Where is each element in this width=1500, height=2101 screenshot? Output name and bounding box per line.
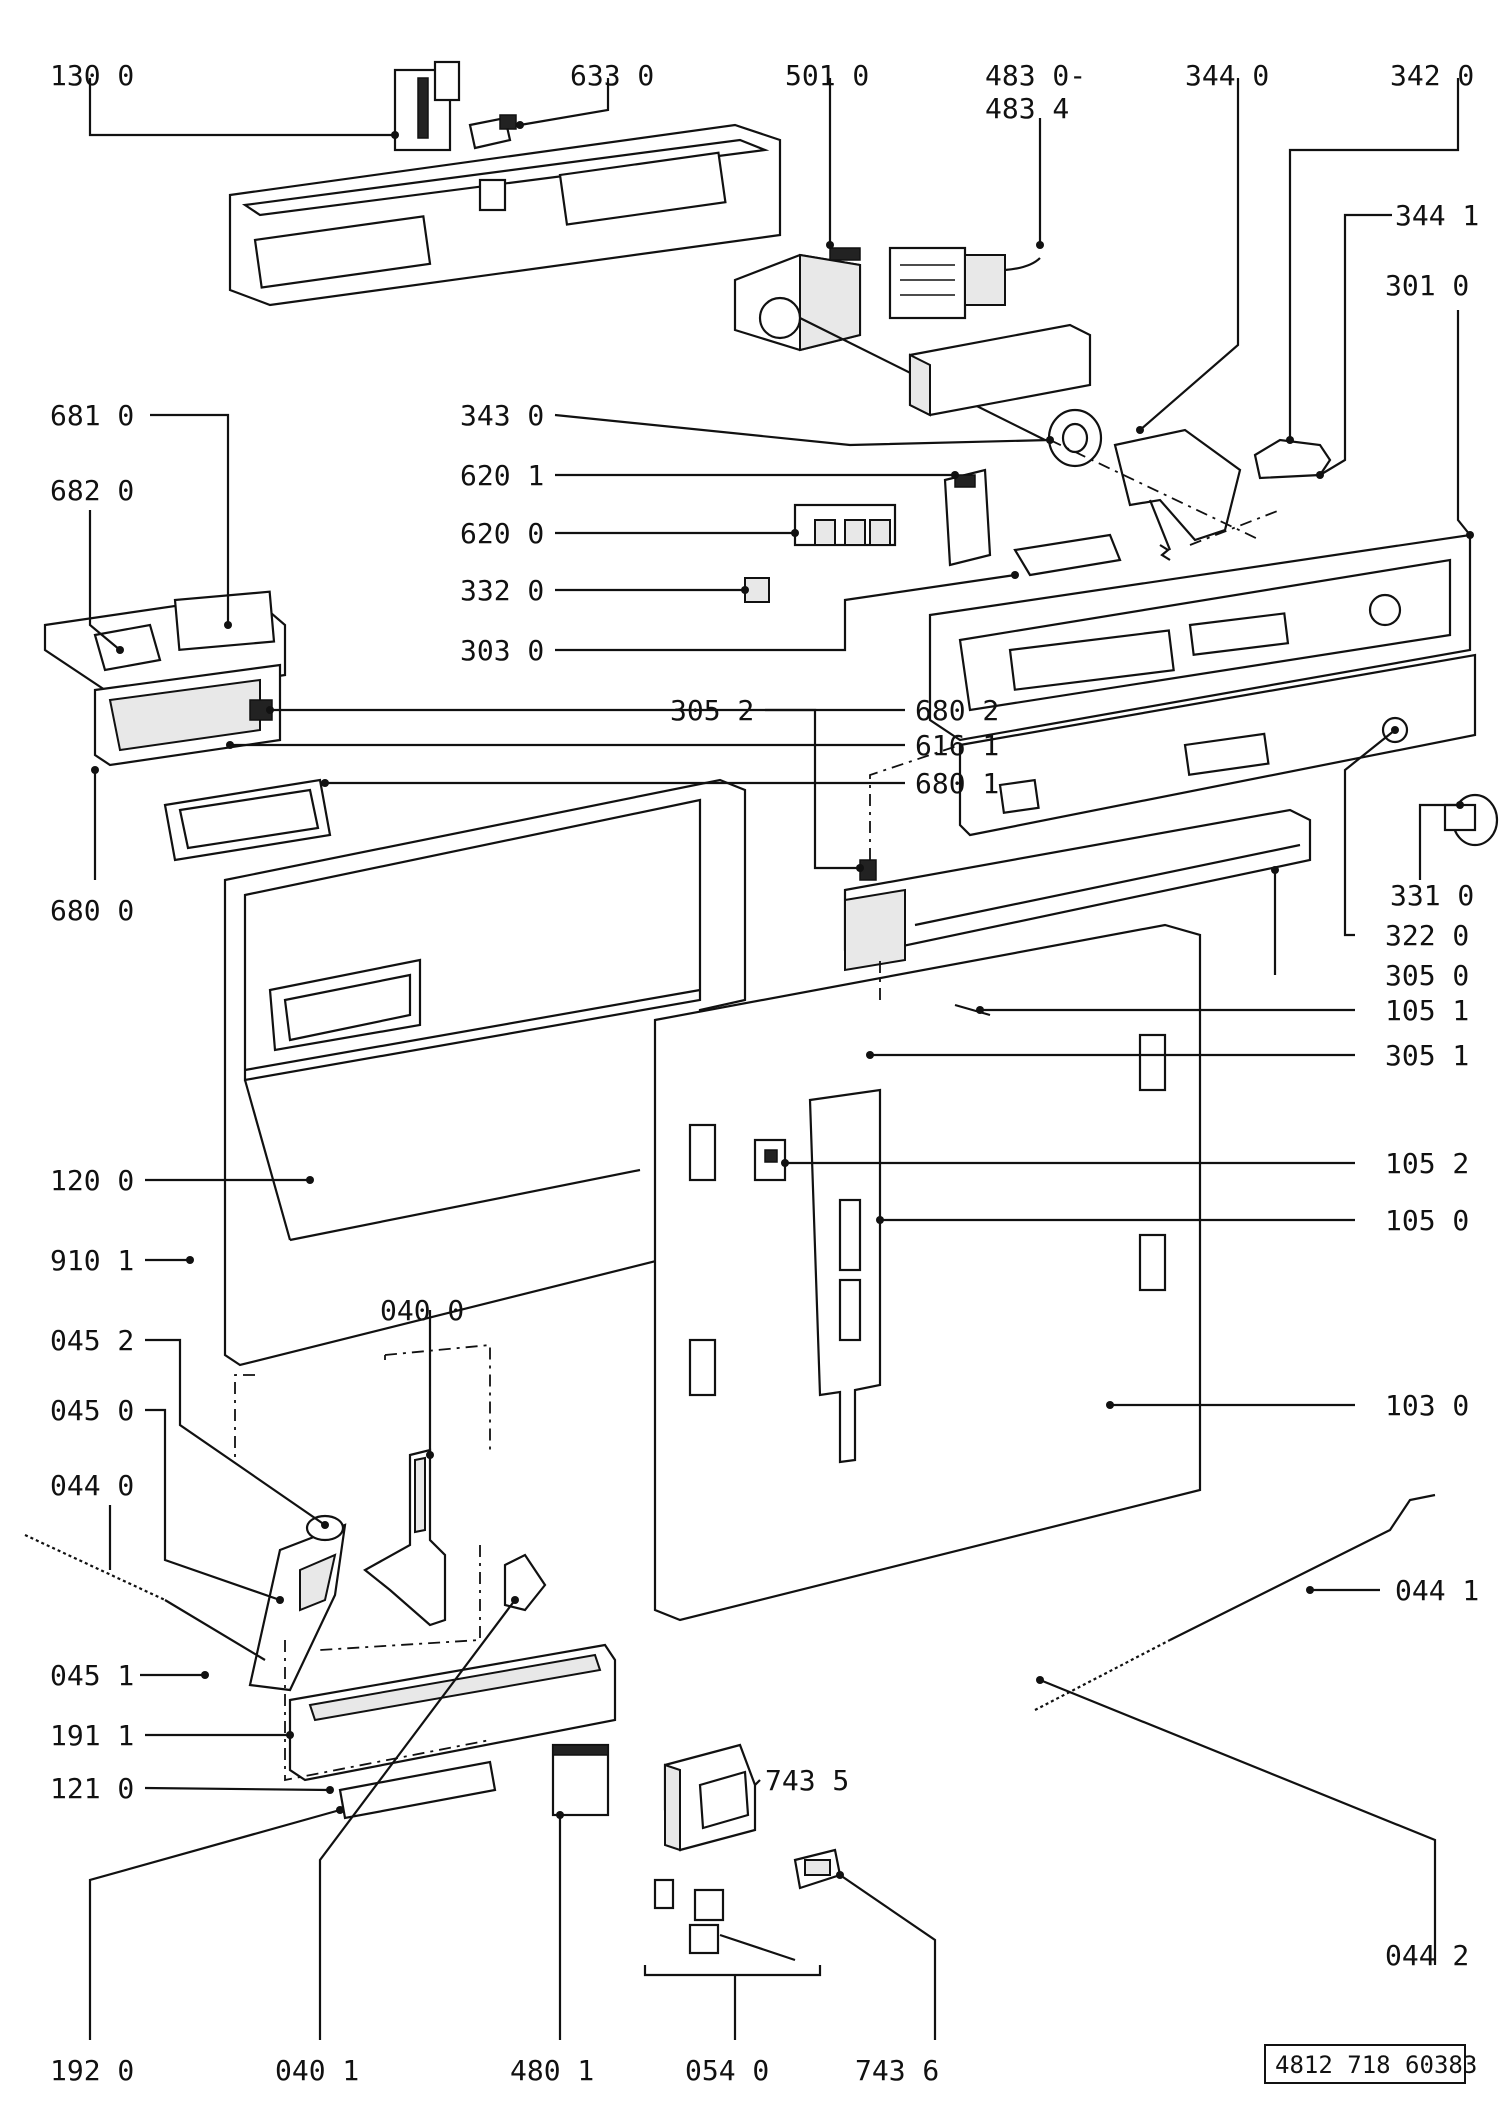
label-483-0: 483 0-	[985, 59, 1086, 92]
label-040-0: 040 0	[380, 1294, 464, 1327]
part-130-bracket	[393, 60, 461, 152]
label-344-0: 344 0	[1185, 59, 1269, 92]
part-120-inner-door	[223, 778, 747, 1367]
label-483-4: 483 4	[985, 92, 1069, 125]
label-054-0: 054 0	[685, 2054, 769, 2087]
label-743-5: 743 5	[765, 1764, 849, 1797]
label-680-0: 680 0	[50, 894, 134, 927]
label-105-0: 105 0	[1385, 1204, 1469, 1237]
part-switch-housing	[908, 323, 1092, 417]
label-303-0: 303 0	[460, 634, 544, 667]
label-322-0: 322 0	[1385, 919, 1469, 952]
part-633-clip	[468, 114, 517, 150]
label-045-2: 045 2	[50, 1324, 134, 1357]
label-680-1: 680 1	[915, 767, 999, 800]
part-191-bottom-rail	[288, 1643, 617, 1782]
label-121-0: 121 0	[50, 1772, 134, 1805]
part-045-hinge-arm	[248, 1514, 347, 1692]
leader-dots	[91, 121, 1474, 1879]
label-045-1: 045 1	[50, 1659, 134, 1692]
part-040-1-bracket	[503, 1553, 547, 1612]
label-342-0: 342 0	[1390, 59, 1474, 92]
label-045-0: 045 0	[50, 1394, 134, 1427]
label-044-0: 044 0	[50, 1469, 134, 1502]
label-192-0: 192 0	[50, 2054, 134, 2087]
part-331-knob	[1443, 793, 1499, 847]
part-620-0-relay	[793, 503, 897, 547]
part-680-1-gasket	[163, 778, 332, 862]
label-480-1: 480 1	[510, 2054, 594, 2087]
label-040-1: 040 1	[275, 2054, 359, 2087]
part-044-spring-right	[1034, 1493, 1436, 1711]
label-620-0: 620 0	[460, 517, 544, 550]
leader-lines	[88, 78, 1471, 2040]
label-344-1: 344 1	[1395, 199, 1479, 232]
label-301-0: 301 0	[1385, 269, 1469, 302]
label-633-0: 633 0	[570, 59, 654, 92]
part-192-strip	[338, 1760, 497, 1820]
top-bracket-rail	[228, 123, 782, 307]
part-620-1-holder	[943, 468, 992, 567]
label-682-0: 682 0	[50, 474, 134, 507]
label-130-0: 130 0	[50, 59, 134, 92]
part-344-bracket	[1113, 428, 1242, 561]
label-120-0: 120 0	[50, 1164, 134, 1197]
label-105-1: 105 1	[1385, 994, 1469, 1027]
label-044-2: 044 2	[1385, 1939, 1469, 1972]
part-103-outer-door	[653, 923, 1202, 1622]
label-743-6: 743 6	[855, 2054, 939, 2087]
part-342-clip	[1253, 438, 1332, 480]
label-680-2: 680 2	[915, 694, 999, 727]
part-301-control-panel	[928, 533, 1472, 742]
part-681-dispenser	[43, 590, 287, 767]
label-681-0: 681 0	[50, 399, 134, 432]
part-303-handle	[1013, 533, 1122, 577]
label-305-1: 305 1	[1385, 1039, 1469, 1072]
part-labels: 130 0 633 0 501 0 483 0- 483 4 344 0 342…	[50, 59, 1479, 2087]
reference-number-box: 4812 718 60383	[1264, 2044, 1477, 2084]
part-483-connector	[888, 246, 1041, 320]
part-343-ring	[1047, 408, 1103, 468]
part-054-terminals	[643, 1878, 822, 1977]
label-616-1: 616 1	[915, 729, 999, 762]
label-501-0: 501 0	[785, 59, 869, 92]
reference-number: 4812 718 60383	[1275, 2051, 1477, 2079]
part-743-6-plug	[793, 1848, 842, 1890]
label-191-1: 191 1	[50, 1719, 134, 1752]
label-044-1: 044 1	[1395, 1574, 1479, 1607]
label-343-0: 343 0	[460, 399, 544, 432]
label-305-0: 305 0	[1385, 959, 1469, 992]
part-743-5-block	[663, 1743, 757, 1852]
label-305-2: 305 2	[670, 694, 754, 727]
label-332-0: 332 0	[460, 574, 544, 607]
label-105-2: 105 2	[1385, 1147, 1469, 1180]
label-620-1: 620 1	[460, 459, 544, 492]
part-044-spring-left	[24, 1534, 266, 1661]
assembly-guide-lines	[234, 439, 1281, 1782]
label-103-0: 103 0	[1385, 1389, 1469, 1422]
part-040-hinge	[363, 1448, 447, 1627]
label-331-0: 331 0	[1390, 879, 1474, 912]
part-322-fascia	[958, 653, 1477, 837]
label-910-1: 910 1	[50, 1244, 134, 1277]
part-305-bar	[843, 808, 1312, 972]
part-480-1-plate	[551, 1743, 610, 1817]
